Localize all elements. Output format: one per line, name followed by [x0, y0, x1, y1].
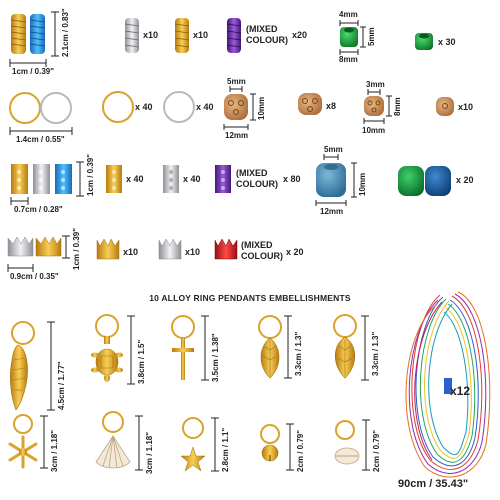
mixed-crown-qty: x 20 — [286, 247, 304, 257]
small-wood-top-dim: 3mm — [366, 80, 385, 89]
bead-bottom-dim: 8mm — [339, 55, 358, 64]
silver-ring — [163, 91, 195, 123]
bell-pendant — [260, 424, 280, 462]
leaf-pendant-2 — [333, 314, 357, 379]
glass-top-dim: 5mm — [324, 145, 343, 154]
crown-pair — [7, 236, 62, 257]
wood-bead-dimensioned — [224, 94, 248, 120]
cuff-height-label: 1cm / 0.39" — [86, 153, 95, 196]
glass-bottom-dim: 12mm — [320, 207, 344, 216]
shell-pendant — [95, 411, 131, 469]
leaf2-size-label: 3.3cm / 1.3" — [371, 331, 380, 376]
bead-top-dim: 4mm — [339, 10, 358, 19]
spiral-width-label: 1cm / 0.39" — [12, 67, 55, 76]
silver-crown-qty: x10 — [185, 247, 201, 257]
shell-size-label: 3cm / 1.18" — [145, 431, 154, 474]
purple-cuff — [215, 165, 231, 193]
wood-bead — [298, 93, 322, 115]
crown-width-label: 0.9cm / 0.35" — [10, 272, 59, 281]
cross-pendant — [171, 315, 195, 380]
bead-side-dim: 5mm — [367, 27, 376, 46]
ring-width-label: 1.4cm / 0.55" — [16, 135, 65, 144]
turtle-size-label: 3.8cm / 1.5" — [137, 339, 146, 384]
silver-ring-qty: x 40 — [196, 102, 214, 112]
string-bundle — [405, 291, 491, 478]
glass-bead-qty: x 20 — [456, 175, 474, 185]
silver-cuff-qty: x 40 — [183, 174, 201, 184]
gold-ring — [102, 91, 134, 123]
gold-coil — [174, 18, 190, 53]
spiral-coil-pair — [10, 14, 46, 54]
small-wood-qty: x10 — [458, 102, 474, 112]
wing-pendant — [10, 321, 35, 411]
gold-crown-qty: x10 — [123, 247, 139, 257]
turtle-pendant — [91, 314, 123, 382]
small-wood-bead-dimensioned — [364, 96, 384, 116]
leaf1-size-label: 3.3cm / 1.3" — [294, 331, 303, 376]
cowrie-pendant — [334, 420, 360, 465]
leaf-pendant-1 — [258, 315, 282, 379]
cuff-trio — [11, 164, 72, 194]
teal-glass-bead-dimensioned — [316, 163, 346, 197]
small-wood-side-dim: 8mm — [393, 97, 402, 116]
pendants-section-title: 10 ALLOY RING PENDANTS EMBELLISHMENTS — [149, 293, 351, 303]
crown-height-label: 1cm / 0.39" — [72, 227, 81, 270]
wood-side-dim: 10mm — [257, 96, 266, 120]
wood-top-dim: 5mm — [227, 77, 246, 86]
mixed-cuff-qty: x 80 — [283, 174, 301, 184]
small-wood-bottom-dim: 10mm — [362, 126, 386, 135]
snowflake-size-label: 3cm / 1.18" — [50, 429, 59, 472]
gold-crown — [96, 238, 120, 260]
string-length: 90cm / 35.43" — [398, 478, 469, 490]
green-bead-dimensioned — [340, 27, 358, 47]
glass-side-dim: 10mm — [358, 172, 367, 196]
string-tie — [444, 378, 452, 394]
gold-coil-qty: x10 — [193, 30, 209, 40]
ring-pair — [9, 92, 72, 124]
red-crown — [214, 238, 238, 260]
cuff-width-label: 0.7cm / 0.28" — [14, 205, 63, 214]
glass-bead-pair — [398, 166, 451, 196]
silver-cuff — [163, 165, 179, 193]
spiral-dimension-lines — [9, 11, 59, 67]
snowflake-pendant — [8, 414, 38, 469]
green-bead-qty: x 30 — [438, 37, 456, 47]
small-wood-bead — [436, 97, 454, 116]
star-pendant — [180, 417, 206, 472]
green-bead — [415, 33, 433, 50]
mixed-coil-qty: x20 — [292, 30, 308, 40]
wing-size-label: 4.5cm / 1.77" — [57, 361, 66, 410]
gold-cuff-qty: x 40 — [126, 174, 144, 184]
bell-size-label: 2cm / 0.79" — [296, 429, 305, 472]
spiral-height-label: 2.1cm / 0.83" — [61, 8, 70, 57]
star-size-label: 2.8cm / 1.1" — [221, 427, 230, 472]
silver-crown — [158, 238, 182, 260]
cowrie-size-label: 2cm / 0.79" — [372, 429, 381, 472]
string-qty: x12 — [450, 384, 471, 398]
wood-bead-qty: x8 — [326, 101, 337, 111]
gold-ring-qty: x 40 — [135, 102, 153, 112]
silver-coil — [124, 18, 140, 53]
wood-bottom-dim: 12mm — [225, 131, 249, 140]
gold-cuff — [106, 165, 122, 193]
silver-coil-qty: x10 — [143, 30, 159, 40]
cross-size-label: 3.5cm / 1.38" — [211, 333, 220, 382]
purple-coil — [226, 18, 242, 53]
